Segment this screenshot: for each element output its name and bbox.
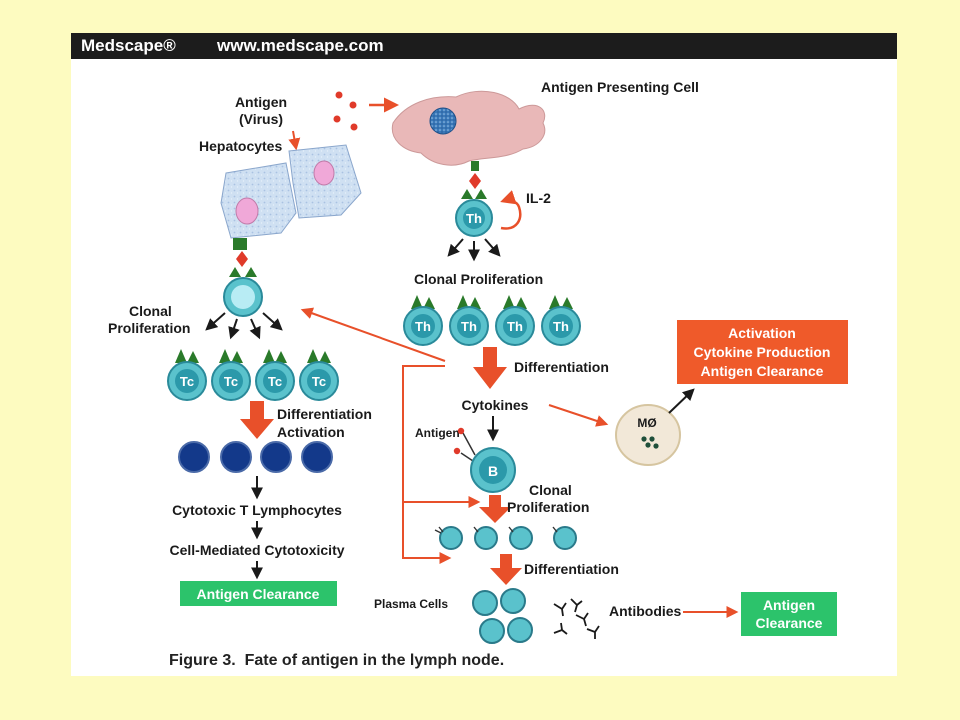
antigen-peptide-diamond [469, 173, 481, 189]
cytokine-production-text: Cytokine Production [694, 344, 831, 360]
help-to-b-clonal-arrow [402, 365, 481, 508]
th-clone-label: Th [553, 319, 569, 334]
macrophage-cell: MØ [615, 404, 681, 466]
th-cell: Th [455, 199, 493, 237]
cmc-label: Cell-Mediated Cytotoxicity [169, 542, 344, 558]
th-clone: Th [403, 295, 443, 346]
hepatocytes-label: Hepatocytes [199, 138, 282, 154]
antigen-clearance-box-right: Antigen Clearance [741, 592, 837, 636]
tc-clone-label: Tc [312, 374, 326, 389]
brand-logo-text: Medscape® [81, 36, 176, 55]
antigen-clearance-right-text-2: Clearance [756, 615, 823, 631]
tc-proliferation-arrows [205, 312, 283, 340]
b-clone [473, 526, 498, 550]
tc-differentiation-label: Differentiation [277, 406, 372, 422]
th-clonal-proliferation-label: Clonal Proliferation [414, 271, 543, 287]
th-clone-label: Th [507, 319, 523, 334]
th-cell-label: Th [466, 211, 482, 226]
b-clonal-arrow [479, 495, 511, 523]
tc-clone: Tc [167, 349, 207, 401]
th-clone-label: Th [415, 319, 431, 334]
th-differentiation-label: Differentiation [514, 359, 609, 375]
th-differentiation-arrow [473, 347, 507, 389]
antibodies [553, 598, 600, 639]
figure-frame: Medscape® www.medscape.com [71, 33, 897, 676]
b-clones [434, 526, 577, 550]
b-differentiation-arrow [490, 554, 522, 585]
tc-clone-label: Tc [180, 374, 194, 389]
antigen-clearance-left-text: Antigen Clearance [197, 586, 320, 602]
tc-differentiation-arrow [240, 401, 274, 439]
macrophage-label: MØ [637, 416, 656, 430]
antigen-presenting-cell [391, 90, 546, 166]
hepatocyte-antigen-diamond [236, 251, 248, 267]
th-help-to-tc-arrow [300, 307, 446, 362]
mhc-receptor [233, 238, 247, 250]
medscape-header: Medscape® www.medscape.com [71, 33, 897, 59]
activation-text: Activation [728, 325, 796, 341]
tc-clone-label: Tc [268, 374, 282, 389]
b-cell: B [453, 427, 516, 493]
th-clones: Th Th Th Th [403, 295, 581, 346]
antigen-fate-diagram: Antigen (Virus) Antigen Presenting Cell [108, 79, 848, 669]
tc-clones: Tc Tc Tc Tc [167, 349, 339, 401]
th-proliferation-arrows [447, 238, 501, 262]
apc-receptor [471, 161, 479, 171]
tc-clone-label: Tc [224, 374, 238, 389]
plasma-cells-label: Plasma Cells [374, 597, 448, 611]
plasma-cells [472, 588, 533, 644]
ctl-label: Cytotoxic T Lymphocytes [172, 502, 342, 518]
apc-nucleus [429, 107, 457, 135]
b-cell-label: B [488, 463, 498, 479]
cytokines-label: Cytokines [462, 397, 529, 413]
macrophage-to-activation-arrow [668, 388, 695, 414]
il2-label: IL-2 [526, 190, 551, 206]
tc-clonal-label: Clonal [129, 303, 172, 319]
virus-particles [333, 91, 358, 131]
b-proliferation-label: Proliferation [507, 499, 589, 515]
antigen-clearance-right-text-1: Antigen [763, 597, 815, 613]
activation-box: Activation Cytokine Production Antigen C… [677, 320, 848, 384]
th-clone: Th [541, 295, 581, 346]
tcr-receptor [461, 189, 473, 199]
hepatocyte-cells [220, 144, 362, 239]
th-clone: Th [449, 295, 489, 346]
b-differentiation-label: Differentiation [524, 561, 619, 577]
b-clone [552, 526, 577, 550]
figure-caption: Figure 3. Fate of antigen in the lymph n… [169, 652, 504, 669]
tc-clone: Tc [211, 349, 251, 401]
antigen-clearance-activation-text: Antigen Clearance [701, 363, 824, 379]
b-clone [434, 526, 463, 550]
tc-clone: Tc [299, 349, 339, 401]
antigen-small-label: Antigen [415, 426, 460, 440]
il2-loop-arrow [500, 190, 522, 230]
help-to-b-differentiation-arrow [402, 502, 452, 564]
tc-proliferation-label: Proliferation [108, 320, 190, 336]
cytokines-to-macrophage-arrow [548, 404, 609, 427]
apc-label: Antigen Presenting Cell [541, 79, 699, 95]
activated-ctl-cells [178, 441, 333, 473]
antigen-clearance-box-left: Antigen Clearance [180, 581, 337, 606]
virus-label: (Virus) [239, 111, 283, 127]
site-url: www.medscape.com [217, 36, 384, 55]
antigen-to-hepatocytes-arrow [288, 130, 301, 151]
tc-clone: Tc [255, 349, 295, 401]
b-clone [508, 526, 533, 550]
antibodies-label: Antibodies [609, 603, 682, 619]
naive-tc-cell [223, 277, 263, 317]
antigen-label: Antigen [235, 94, 287, 110]
th-clone: Th [495, 295, 535, 346]
b-clonal-label: Clonal [529, 482, 572, 498]
th-clone-label: Th [461, 319, 477, 334]
tc-activation-label: Activation [277, 424, 345, 440]
